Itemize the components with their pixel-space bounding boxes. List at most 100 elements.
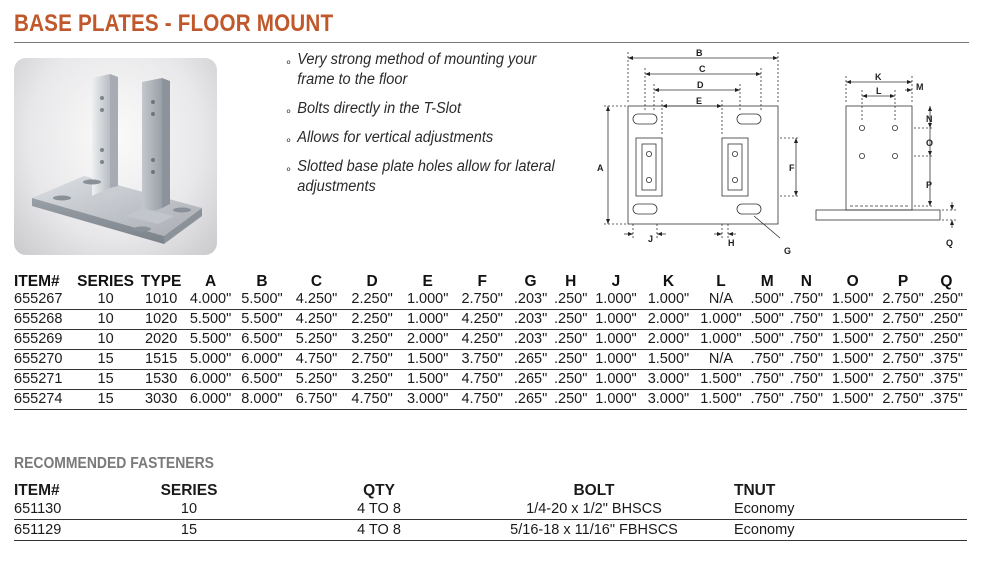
table-cell: .203" (509, 290, 552, 310)
table-cell: 2.000" (400, 329, 455, 350)
table-cell: 1.500" (824, 349, 881, 370)
table-cell: 4.750" (289, 349, 344, 370)
dim-label-g: G (784, 246, 791, 256)
table-cell: 655267 (14, 290, 76, 310)
dim-label-q: Q (946, 238, 953, 248)
dimension-diagram: B C D E A F J H G K L M N O P Q (594, 46, 974, 258)
col-item: ITEM# (14, 273, 60, 290)
col-series: SERIES (77, 273, 134, 290)
table-cell: 655268 (14, 309, 76, 330)
table-cell: 4.750" (454, 369, 510, 390)
col-d: D (366, 273, 378, 290)
table-cell: .203" (509, 309, 552, 330)
table-cell: 4.000" (186, 290, 235, 310)
table-cell: 1.000" (400, 290, 455, 310)
bullet-icon: ∘ (285, 133, 293, 147)
table-cell: 2.750" (454, 290, 510, 310)
table-cell: 1.500" (695, 369, 747, 390)
col-m: M (760, 273, 774, 290)
col-f: F (477, 273, 487, 290)
dim-label-f: F (789, 163, 795, 173)
col-b: B (256, 273, 268, 290)
feature-list: ∘Very strong method of mounting your fra… (285, 50, 595, 206)
table-cell: .250" (551, 329, 591, 350)
table-cell: 1515 (135, 349, 187, 370)
dim-label-o: O (926, 138, 933, 148)
table-cell: 3.000" (641, 369, 696, 390)
dim-label-n: N (926, 114, 933, 124)
table-cell: 10 (75, 309, 136, 330)
table-cell: 1.000" (590, 369, 642, 390)
table-cell: .250" (925, 329, 967, 350)
table-cell: 10 (114, 499, 264, 520)
col-q: Q (940, 273, 953, 290)
table-cell: Economy (694, 519, 967, 541)
bullet-icon: ∘ (285, 162, 293, 176)
table-cell: Economy (694, 499, 967, 520)
col-bolt: BOLT (573, 482, 615, 499)
dim-label-h: H (728, 238, 735, 248)
table-cell: 1.000" (590, 290, 642, 310)
col-a: A (204, 273, 217, 290)
table-cell: 5.250" (289, 329, 344, 350)
table-cell: 651130 (14, 499, 114, 520)
table-cell: 4.250" (454, 329, 510, 350)
table-cell: 1/4-20 x 1/2" BHSCS (494, 499, 694, 520)
col-g: G (524, 273, 537, 290)
table-cell: .750" (787, 369, 825, 390)
table-cell: 3.000" (400, 389, 455, 410)
table-cell: 5.250" (289, 369, 344, 390)
feature-item: ∘Bolts directly in the T-Slot (285, 99, 576, 119)
table-cell: .750" (787, 329, 825, 350)
table-cell: 2.750" (880, 329, 926, 350)
table-cell: 2.750" (880, 369, 926, 390)
table-cell: .750" (787, 389, 825, 410)
table-cell: 2.750" (343, 349, 401, 370)
table-cell: .250" (551, 349, 591, 370)
bullet-icon: ∘ (285, 55, 293, 69)
table-cell: 4.250" (289, 309, 344, 330)
table-cell: .250" (925, 290, 967, 310)
table-cell: .750" (787, 309, 825, 330)
col-h: H (565, 273, 577, 290)
col-series: SERIES (160, 482, 218, 499)
table-cell: 4.250" (289, 290, 344, 310)
table-cell: N/A (695, 290, 747, 310)
table-cell: .375" (925, 369, 967, 390)
table-cell: .250" (925, 309, 967, 330)
table-cell: .250" (551, 309, 591, 330)
table-cell: 1.000" (641, 290, 696, 310)
table-cell: 5.500" (234, 290, 290, 310)
table-cell: 5.500" (186, 329, 235, 350)
col-p: P (897, 273, 909, 290)
dim-label-c: C (699, 64, 706, 74)
table-cell: 2.750" (880, 309, 926, 330)
table-cell: 4 TO 8 (264, 519, 494, 541)
table-cell: 10 (75, 329, 136, 350)
table-cell: 1.500" (824, 389, 881, 410)
table-cell: 6.750" (289, 389, 344, 410)
table-cell: .250" (551, 290, 591, 310)
dim-label-b: B (696, 48, 703, 58)
col-type: TYPE (140, 273, 182, 290)
col-l: L (716, 273, 726, 290)
table-cell: N/A (695, 349, 747, 370)
table-cell: 6.500" (234, 329, 290, 350)
table-cell: 1.000" (590, 309, 642, 330)
table-cell: 3.250" (343, 329, 401, 350)
table-cell: .250" (551, 369, 591, 390)
table-cell: 1.500" (400, 349, 455, 370)
table-cell: 15 (75, 349, 136, 370)
col-tnut: TNUT (734, 482, 776, 499)
spec-header-row: ITEM# SERIES TYPE A B C D E F G H J K L … (14, 273, 967, 290)
col-k: K (662, 273, 675, 290)
table-cell: 651129 (14, 519, 114, 541)
table-cell: .500" (746, 290, 788, 310)
col-qty: QTY (363, 482, 395, 499)
dim-label-a: A (597, 163, 604, 173)
